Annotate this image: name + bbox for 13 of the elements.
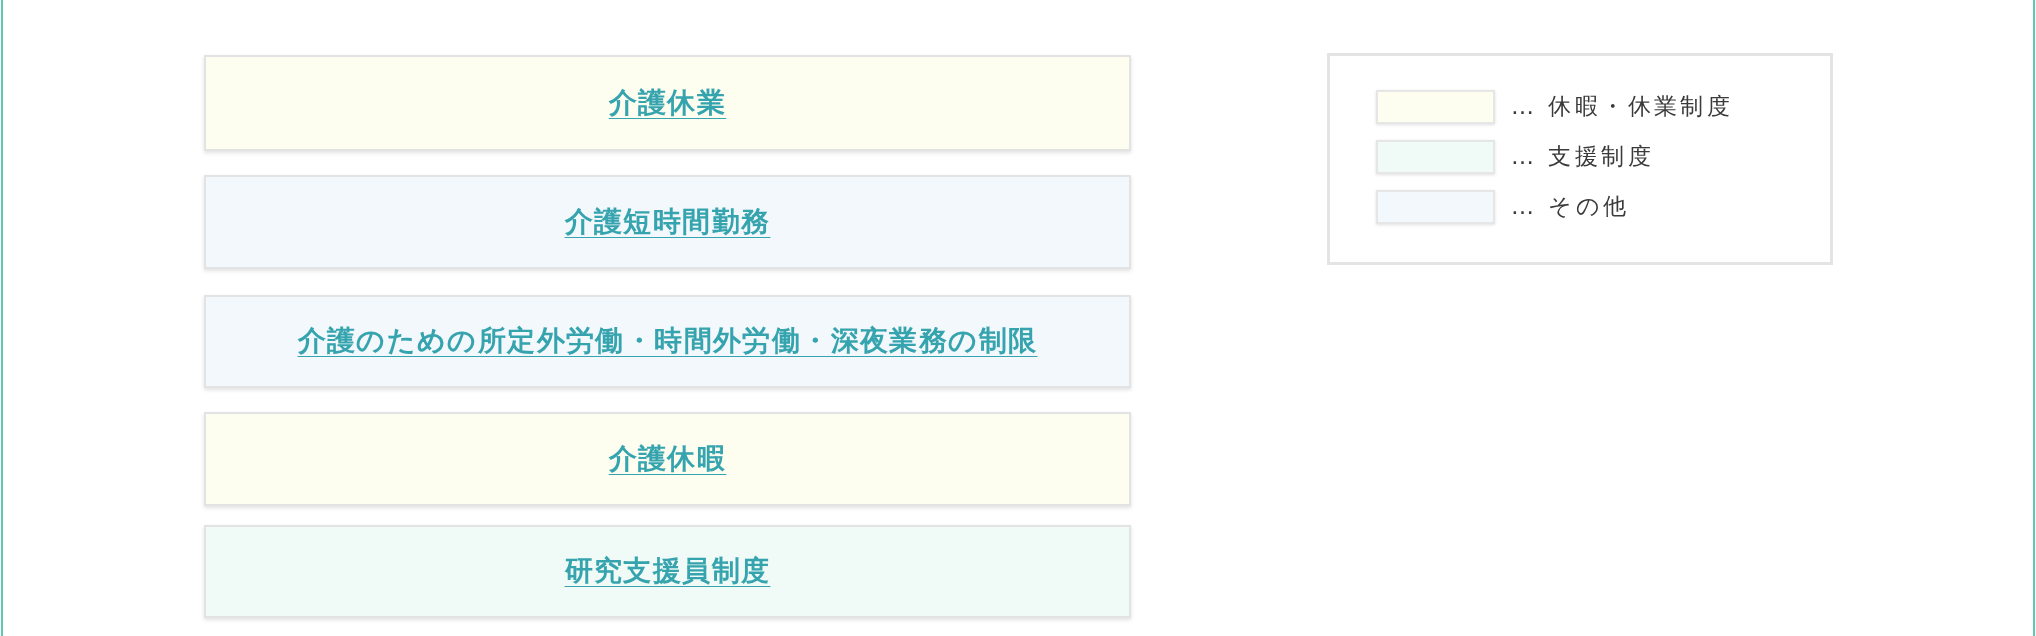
link: 介護短時間勤務 [564, 203, 771, 240]
legend-label: … その他 [1511, 193, 1630, 221]
category-box [204, 55, 1131, 151]
legend-label: … 支援制度 [1511, 143, 1654, 171]
category-box [204, 295, 1131, 388]
category-box [204, 525, 1131, 618]
link: 研究支援員制度 [564, 553, 771, 590]
legend-label: … 休暇・休業制度 [1511, 93, 1734, 121]
link: 介護休業 [608, 84, 727, 121]
category-box [204, 412, 1131, 506]
category-box [204, 175, 1131, 269]
link: 介護のための所定外労働・時間外労働・深夜業務の制限 [297, 323, 1038, 360]
link: 介護休暇 [608, 440, 727, 477]
